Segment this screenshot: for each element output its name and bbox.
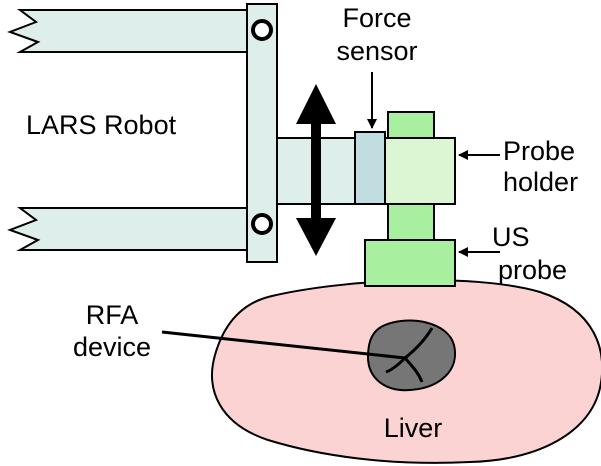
label-liver: Liver	[384, 413, 443, 443]
probe-holder-bottom	[387, 203, 435, 241]
lower-arm	[7, 207, 249, 251]
rfa-device-needle	[161, 327, 434, 383]
label-holder: holder	[503, 167, 578, 197]
force-sensor	[354, 131, 386, 205]
label-rfa: RFA	[86, 300, 139, 330]
label-us: US	[492, 222, 530, 252]
upper-arm	[7, 9, 249, 53]
pivot-circle-icon	[251, 213, 273, 235]
label-probe: Probe	[503, 136, 575, 166]
pivot-circle-icon	[251, 19, 273, 41]
label-us-probe: probe	[498, 255, 567, 285]
probe-holder	[384, 137, 456, 205]
us-probe	[364, 239, 456, 287]
label-sensor: sensor	[336, 36, 417, 66]
tumor-shape	[366, 319, 457, 392]
probe-holder-top	[387, 111, 435, 139]
label-device: device	[73, 332, 151, 362]
label-lars-robot: LARS Robot	[26, 110, 177, 140]
double-headed-vertical-arrow-icon	[296, 84, 336, 256]
label-force: Force	[342, 3, 411, 33]
